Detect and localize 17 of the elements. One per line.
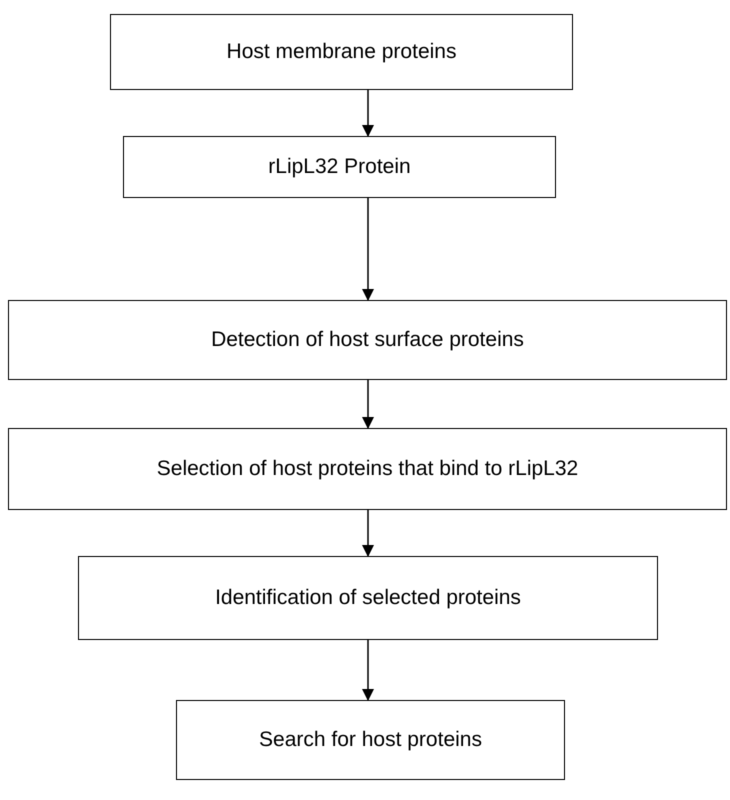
process-box	[8, 428, 727, 510]
process-box	[78, 556, 658, 640]
box-label: Host membrane proteins	[226, 39, 456, 66]
box-label: Detection of host surface proteins	[211, 327, 524, 354]
box-label: Selection of host proteins that bind to rLipL32	[156, 456, 578, 482]
arrow	[362, 90, 374, 137]
box-label: Identification of selected proteins	[215, 585, 521, 612]
arrow	[362, 198, 374, 301]
process-box	[8, 300, 727, 380]
box-label: Search for host proteins	[259, 727, 482, 754]
process-box	[110, 14, 573, 90]
process-box	[123, 136, 556, 198]
arrow	[362, 510, 374, 557]
box-label: rLipL32 Protein	[268, 154, 411, 180]
arrow	[362, 640, 374, 701]
process-box	[176, 700, 565, 780]
arrow	[362, 380, 374, 429]
